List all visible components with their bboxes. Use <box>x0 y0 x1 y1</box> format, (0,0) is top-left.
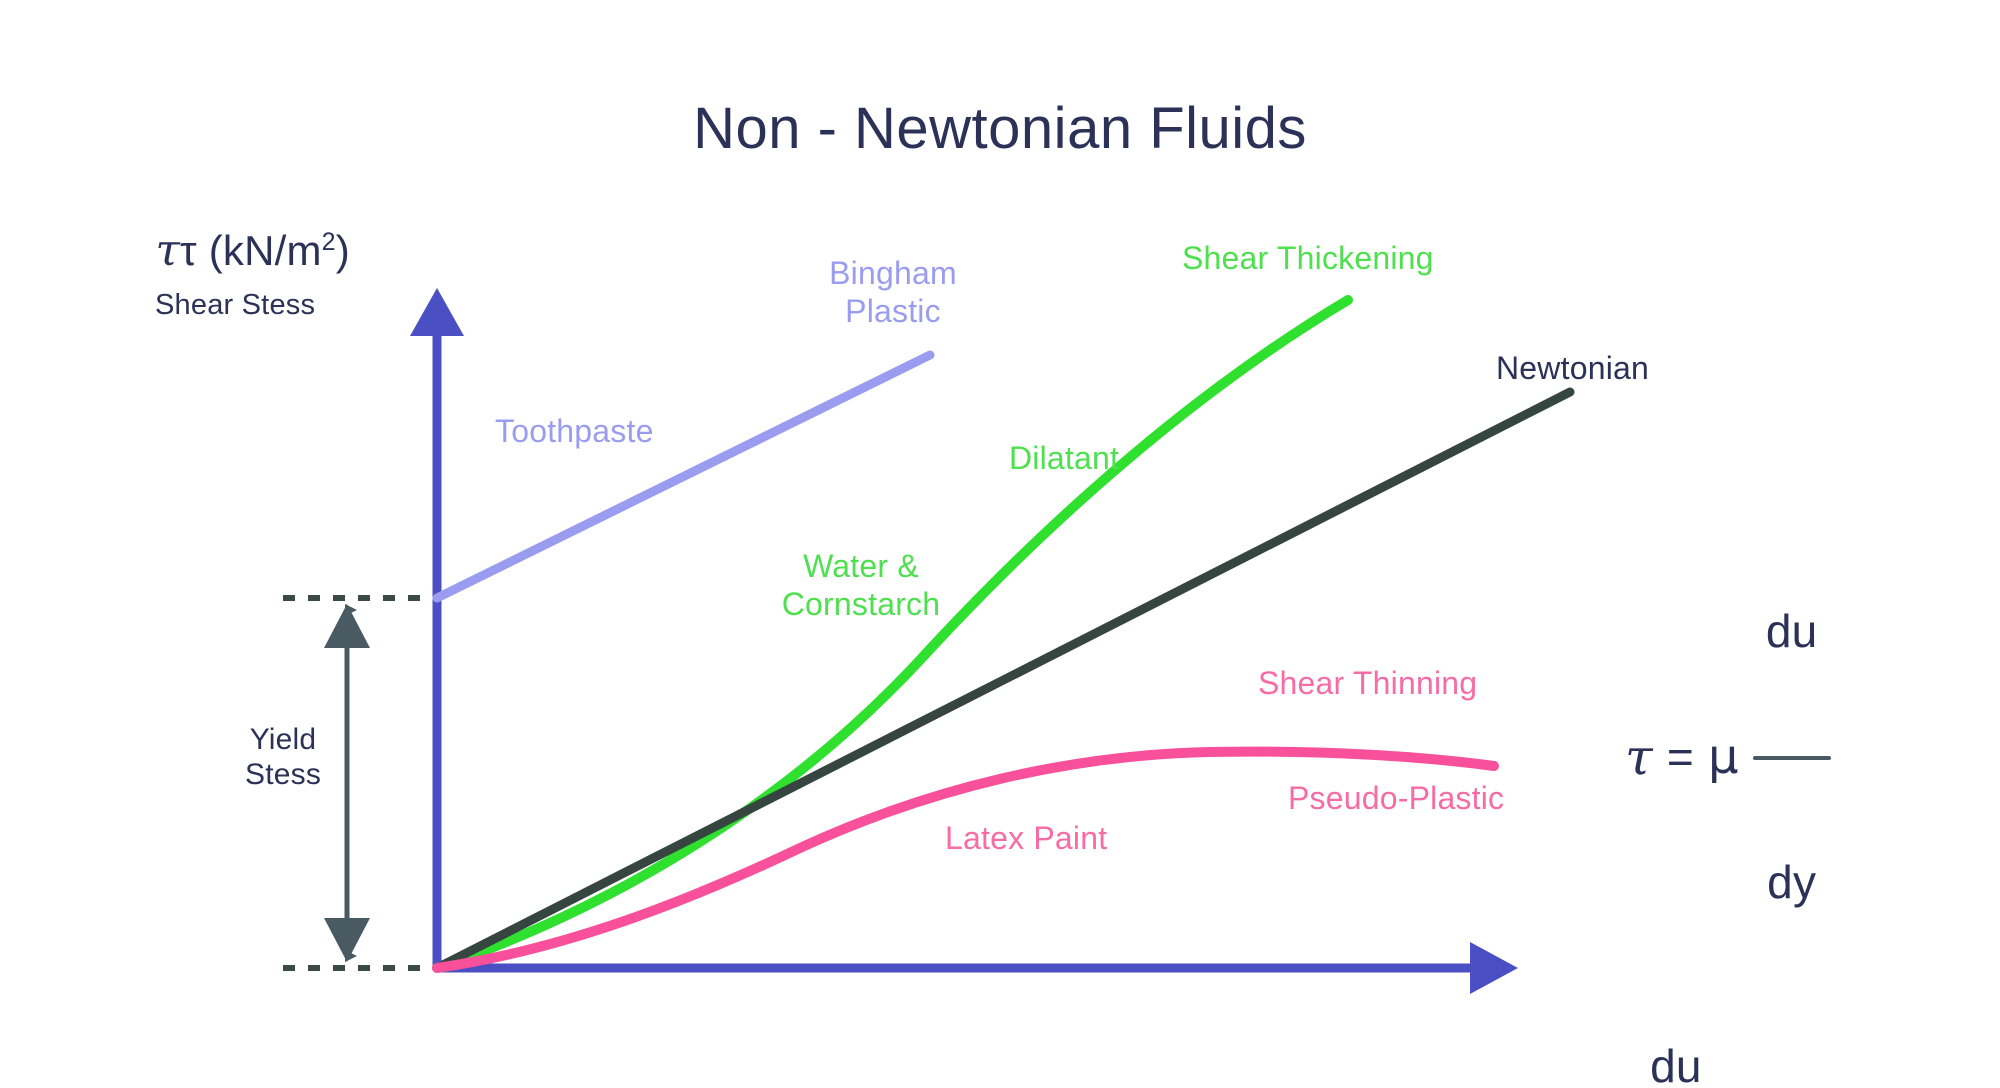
newtonian-formula: τ = μ du dy <box>1625 512 1831 1002</box>
formula-fraction-bar <box>1752 756 1831 761</box>
formula-numerator: du <box>1765 604 1818 657</box>
y-axis-unit-text: τ (kN/m <box>180 226 322 274</box>
formula-mu: μ <box>1707 728 1739 785</box>
label-newtonian: Newtonian <box>1496 350 1650 386</box>
label-shear-thinning: Shear Thinning <box>1258 665 1478 701</box>
label-latex-paint: Latex Paint <box>945 820 1108 856</box>
y-axis-name-label: Shear Stess <box>155 289 316 321</box>
x-axis-arrowhead <box>1470 942 1518 994</box>
x-axis-title: du dy <box>1585 893 1715 1088</box>
du-dy-fraction: du dy <box>1637 947 1715 1088</box>
label-bingham-plastic: Bingham Plastic <box>829 255 957 329</box>
label-toothpaste: Toothpaste <box>495 413 654 449</box>
x-axis-numerator: du <box>1650 1039 1702 1088</box>
label-shear-thickening: Shear Thickening <box>1182 240 1434 276</box>
label-pseudo-plastic: Pseudo-Plastic <box>1288 780 1505 816</box>
formula-tau: τ <box>1625 727 1653 786</box>
page-title: Non - Newtonian Fluids <box>693 96 1307 161</box>
curve-bingham-plastic <box>432 350 935 603</box>
curve-shear-thinning <box>432 746 1499 973</box>
curve-shear-thickening <box>432 295 1353 973</box>
formula-denominator: dy <box>1767 855 1817 908</box>
yield-arrow-head-bottom <box>324 918 370 962</box>
formula-fraction: du dy <box>1752 512 1831 1002</box>
label-yield-stress: Yield Stess <box>244 723 322 792</box>
formula-equals: = <box>1666 731 1694 783</box>
tau-symbol: 𝜏 <box>155 224 181 276</box>
y-axis-unit-label: 𝜏τ (kN/m2) <box>108 175 350 326</box>
y-axis-arrowhead <box>410 288 464 336</box>
x-axis <box>437 942 1518 994</box>
label-dilatant: Dilatant <box>1009 440 1120 476</box>
y-axis-unit-exponent: 2 <box>321 227 336 256</box>
y-axis <box>410 288 464 968</box>
y-axis-unit-close: ) <box>335 226 350 274</box>
curve-newtonian <box>432 387 1575 973</box>
yield-arrow-head-top <box>324 604 370 648</box>
label-water-cornstarch: Water & Cornstarch <box>781 548 941 622</box>
